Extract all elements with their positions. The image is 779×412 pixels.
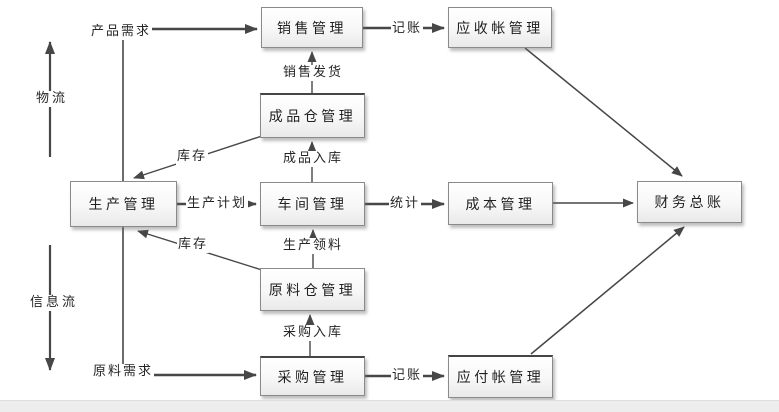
edge-label-bookkeeping-top: 记账 [391, 21, 424, 37]
node-cost-management: 成本管理 [448, 182, 553, 225]
node-workshop-management: 车间管理 [260, 182, 365, 226]
node-financial-general-ledger: 财务总账 [637, 181, 742, 223]
edge-label-statistics: 统计 [389, 196, 422, 212]
legend-material-flow: 物流 [35, 91, 70, 107]
edge-label-raw-material-demand: 原料需求 [92, 364, 155, 380]
horizontal-scrollbar[interactable] [0, 400, 779, 412]
node-sales-management: 销售管理 [261, 7, 363, 48]
edge-payables-to-ledger [530, 226, 685, 355]
edge-label-finished-goods-inbound: 成品入库 [282, 151, 345, 167]
edge-label-sales-shipping: 销售发货 [282, 65, 345, 81]
edge-label-inventory-upper: 库存 [176, 149, 209, 165]
node-raw-material-warehouse-management: 原料仓管理 [260, 268, 365, 311]
edge-label-inventory-lower: 库存 [177, 237, 210, 253]
edge-label-product-demand: 产品需求 [90, 24, 153, 40]
legend-information-flow: 信息流 [29, 295, 80, 311]
edge-receivables-to-ledger [524, 47, 683, 177]
node-finished-goods-warehouse-management: 成品仓管理 [260, 93, 365, 138]
edge-label-production-issue: 生产领料 [282, 238, 345, 254]
edge-label-bookkeeping-bottom: 记账 [391, 368, 424, 384]
edge-label-purchase-inbound: 采购入库 [282, 325, 345, 341]
node-accounts-receivable-management: 应收帐管理 [448, 7, 552, 48]
node-accounts-payable-management: 应付帐管理 [448, 355, 553, 398]
edge-label-production-plan: 生产计划 [186, 196, 249, 212]
node-purchasing-management: 采购管理 [260, 356, 365, 396]
node-production-management: 生产管理 [70, 181, 177, 227]
